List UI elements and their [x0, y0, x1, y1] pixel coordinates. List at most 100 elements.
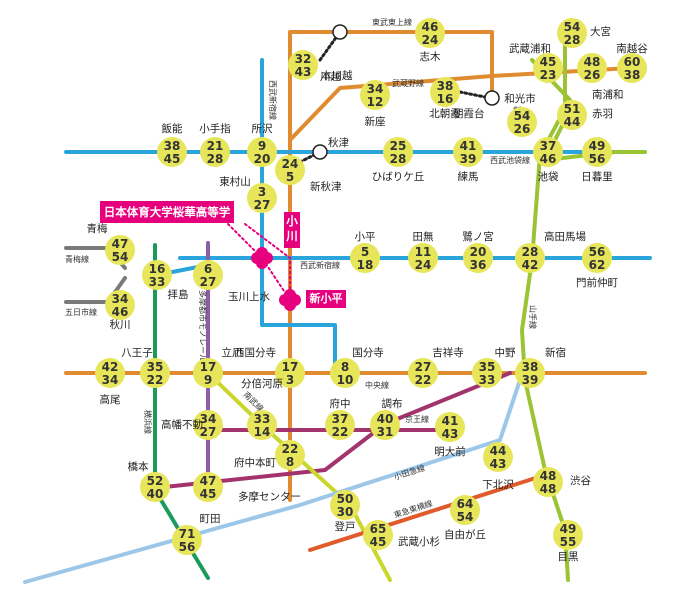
- station-circle: [360, 80, 390, 110]
- station-time-1: 11: [415, 245, 432, 259]
- line-label-chuo: 中央線: [365, 380, 389, 390]
- station-time-1: 71: [179, 527, 196, 541]
- asakadai-marker: [484, 90, 500, 106]
- station-label: 小平: [355, 231, 376, 243]
- line-label-yokohama: 横浜線: [143, 410, 153, 434]
- station-time-2: 45: [164, 152, 181, 166]
- station-label: 東村山: [219, 175, 251, 188]
- station-label: 門前仲町: [576, 276, 618, 289]
- station-time-1: 51: [564, 102, 581, 116]
- line-label-yamanote: 山手線: [528, 305, 538, 329]
- station-label: 高尾: [100, 393, 121, 406]
- station-label-alt: 秋津: [328, 136, 349, 149]
- station-circle: [105, 235, 135, 265]
- station-time-2: 45: [370, 535, 387, 549]
- station-time-2: 24: [422, 33, 439, 47]
- station-label: 青梅: [87, 222, 108, 235]
- station-label-alt: 本川越: [321, 69, 353, 82]
- station-circle: [483, 442, 513, 472]
- station-circle: [247, 183, 277, 213]
- station-tag-ogawa: 小川: [284, 212, 300, 248]
- station-time-2: 16: [437, 92, 454, 106]
- station-time-1: 49: [589, 139, 606, 153]
- station-time-2: 14: [254, 425, 271, 439]
- station-label: 南越谷: [616, 42, 648, 55]
- station-circle: [288, 50, 318, 80]
- station-circle: [533, 137, 563, 167]
- station-time-2: 56: [179, 540, 196, 554]
- line-label-tobu-tojo: 東武東上線: [372, 17, 412, 27]
- station-time-1: 16: [149, 262, 166, 276]
- station-label: 武蔵小杉: [398, 535, 440, 548]
- station-circle: [557, 100, 587, 130]
- station-time-1: 48: [540, 469, 557, 483]
- station-time-1: 6: [204, 262, 212, 276]
- station-time-1: 41: [442, 414, 459, 428]
- station-label: 分倍河原: [241, 377, 283, 390]
- station-label: 中野: [495, 346, 516, 359]
- station-time-2: 20: [254, 152, 271, 166]
- station-circle: [247, 137, 277, 167]
- station-circle: [383, 137, 413, 167]
- station-time-1: 54: [514, 109, 531, 123]
- station-label: 橋本: [128, 460, 149, 473]
- line-label-keio: 京王線: [405, 414, 429, 424]
- station-label: ひばりケ丘: [372, 171, 425, 183]
- station-label: 吉祥寺: [432, 346, 464, 359]
- line-label-monorail: 多摩都市モノレール: [198, 290, 208, 362]
- station-time-2: 42: [522, 258, 539, 272]
- station-circle: [247, 410, 277, 440]
- station-time-2: 10: [337, 373, 354, 387]
- station-label: 立川: [222, 346, 243, 359]
- station-label: 町田: [200, 513, 221, 525]
- station-label-alt: 朝霞台: [453, 107, 485, 120]
- line-label-musashino: 武蔵野線: [392, 78, 424, 88]
- station-circle: [172, 525, 202, 555]
- station-time-2: 48: [540, 482, 557, 496]
- line-label-itsukaichi: 五日市線: [65, 307, 97, 317]
- station-time-2: 18: [357, 258, 374, 272]
- akitsu-marker: [312, 144, 328, 160]
- station-time-2: 9: [204, 373, 212, 387]
- station-time-1: 38: [522, 360, 539, 374]
- station-label: 渋谷: [570, 474, 591, 487]
- station-time-1: 41: [460, 139, 477, 153]
- station-time-2: 30: [337, 505, 354, 519]
- station-label: 明大前: [434, 445, 466, 458]
- station-time-1: 52: [147, 474, 164, 488]
- line-label-odakyu: 小田急線: [393, 463, 427, 482]
- station-time-1: 47: [112, 237, 129, 251]
- station-circle: [275, 440, 305, 470]
- station-circle: [363, 520, 393, 550]
- station-time-2: 33: [479, 373, 496, 387]
- station-label: 大宮: [590, 25, 611, 38]
- station-label: 拝島: [168, 288, 189, 301]
- station-label: 南浦和: [592, 88, 624, 101]
- line-tobu-tojo: [288, 30, 494, 142]
- station-label: 新宿: [545, 346, 566, 359]
- station-time-1: 65: [370, 522, 387, 536]
- kawagoe-marker: [332, 24, 348, 40]
- station-time-1: 27: [415, 360, 432, 374]
- station-label: 高田馬場: [544, 230, 586, 243]
- station-label: 登戸: [335, 520, 356, 533]
